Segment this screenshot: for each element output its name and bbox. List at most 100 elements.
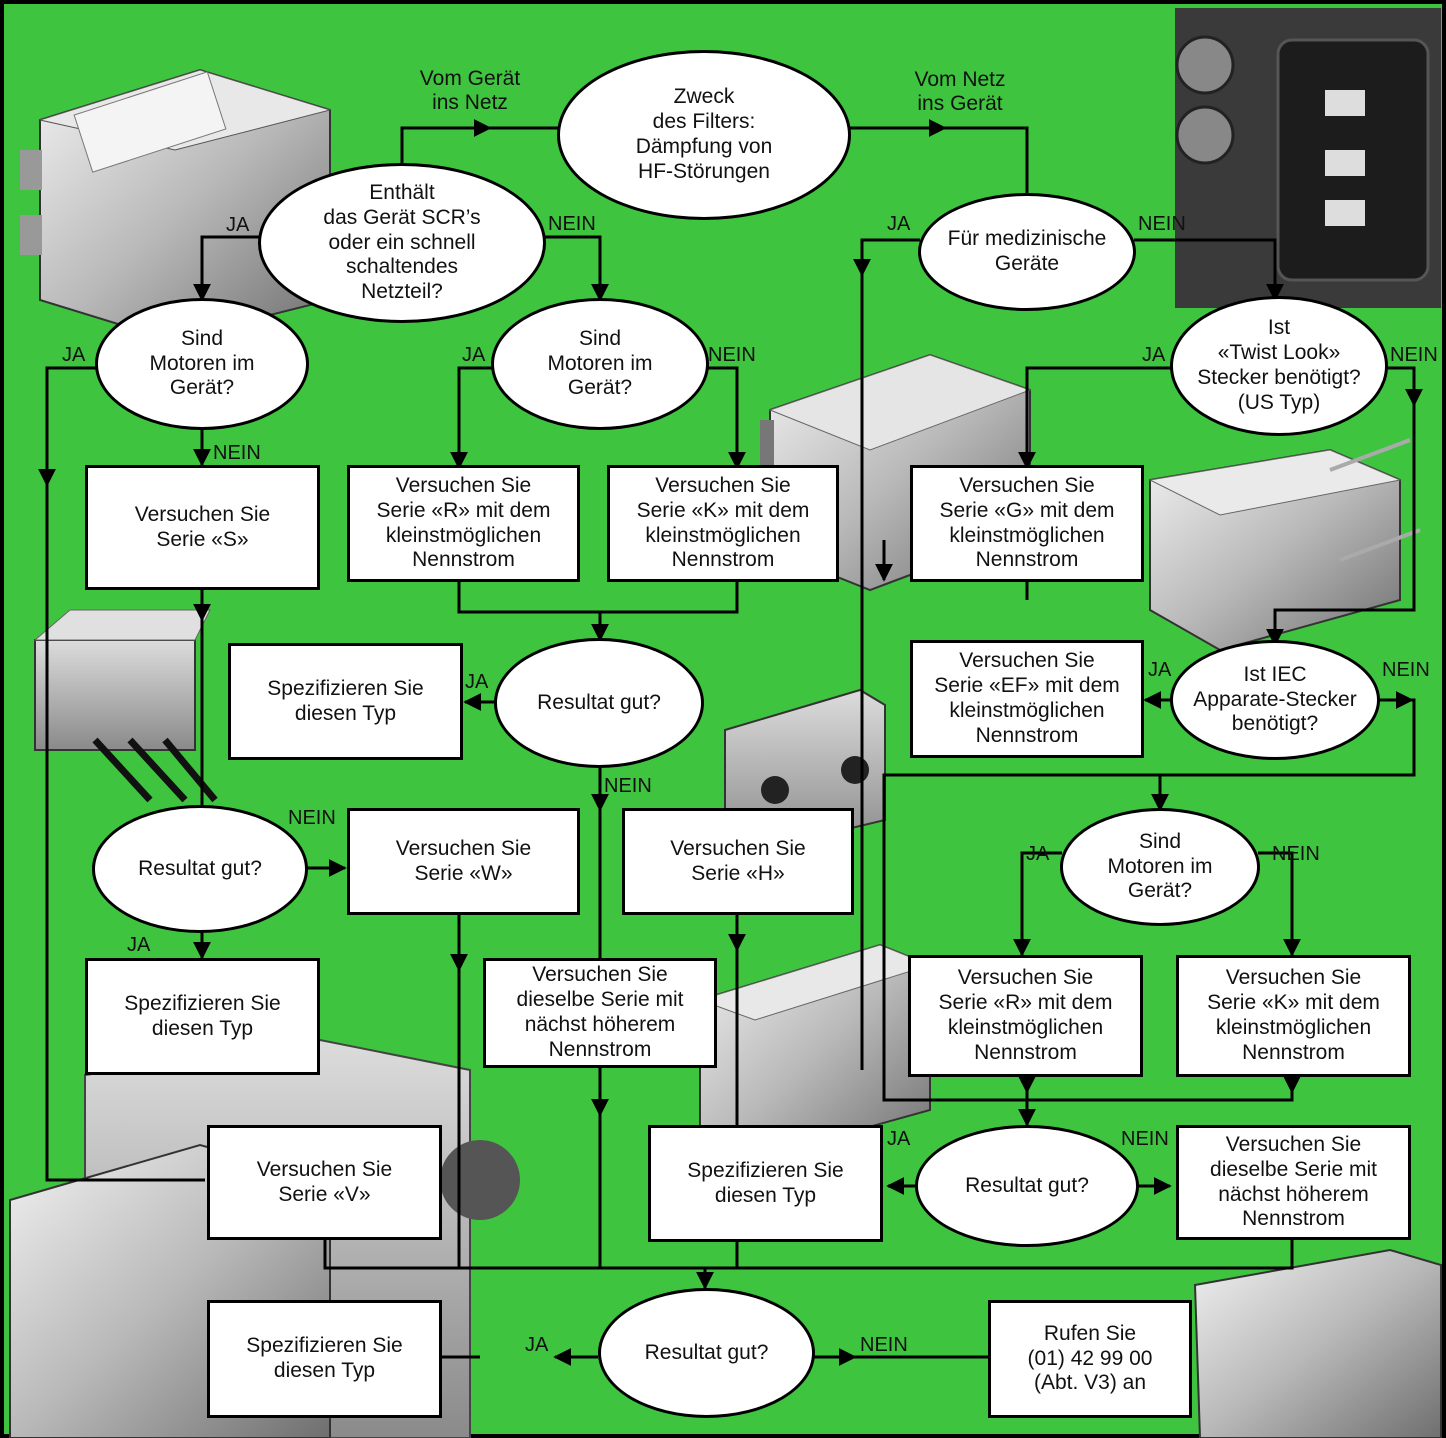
label-ins-netz: Vom Gerät ins Netz [419,67,521,115]
decision-medical: Für medizinische Geräte [918,193,1136,311]
label-ins-geraet: Vom Netz ins Gerät [914,68,1006,116]
label-nein-twist: NEIN [1390,344,1438,366]
label-ja-twist: JA [1142,344,1166,366]
emi-filter-photo-top-left [20,68,332,342]
box-serie-h: Versuchen Sie Serie «H» [622,808,854,915]
emi-filter-photo-lower-center [698,943,932,1162]
emi-filter-photo-right [1148,438,1421,652]
box-serie-v-text: Versuchen Sie Serie «V» [256,1157,393,1206]
label-nein-result-right: NEIN [1121,1128,1169,1150]
connector-bottom-bus [323,1240,1294,1270]
decision-result-mid-text: Resultat gut? [537,690,661,714]
box-serie-r-2: Versuchen Sie Serie «R» mit dem kleinstm… [908,955,1143,1077]
decision-result-right: Resultat gut? [915,1125,1139,1247]
box-serie-ef: Versuchen Sie Serie «EF» mit dem kleinst… [910,640,1144,758]
box-serie-k-2-text: Versuchen Sie Serie «K» mit dem kleinstm… [1207,966,1380,1064]
connector-twist-nein [1266,366,1416,647]
box-serie-k-1: Versuchen Sie Serie «K» mit dem kleinstm… [607,465,839,582]
decision-twist-lock-text: Ist «Twist Look» Stecker benötigt? (US T… [1197,316,1361,414]
label-ja-motors-right: JA [1026,843,1050,865]
box-serie-k-2: Versuchen Sie Serie «K» mit dem kleinstm… [1176,955,1411,1077]
box-serie-h-text: Versuchen Sie Serie «H» [670,836,806,885]
label-ja-result-left: JA [127,934,151,956]
box-serie-g: Versuchen Sie Serie «G» mit dem kleinstm… [910,465,1144,582]
emi-filter-photo-bottom-right [1193,1248,1442,1438]
decision-motors-right-text: Sind Motoren im Gerät? [1107,829,1213,903]
connector-scr-nein [544,235,609,302]
label-nein-result-bottom: NEIN [860,1334,908,1356]
start-node: Zweck des Filters: Dämpfung von HF-Störu… [557,50,851,220]
connector-motors-mid-nein [707,366,746,470]
box-same-series-1: Versuchen Sie dieselbe Serie mit nächst … [483,958,717,1068]
box-serie-r-1: Versuchen Sie Serie «R» mit dem kleinstm… [347,465,580,582]
box-specify-3-text: Spezifizieren Sie diesen Typ [687,1158,844,1207]
box-serie-ef-text: Versuchen Sie Serie «EF» mit dem kleinst… [934,649,1120,747]
label-ja-motors-left: JA [62,344,86,366]
decision-motors-mid: Sind Motoren im Gerät? [491,298,709,430]
decision-result-bottom-text: Resultat gut? [644,1340,769,1364]
label-nein-med: NEIN [1138,213,1186,235]
decision-result-left-text: Resultat gut? [138,856,262,880]
box-serie-r-2-text: Versuchen Sie Serie «R» mit dem kleinstm… [938,966,1113,1064]
box-specify-3: Spezifizieren Sie diesen Typ [648,1125,883,1242]
decision-motors-mid-text: Sind Motoren im Gerät? [547,326,653,400]
box-specify-4: Spezifizieren Sie diesen Typ [207,1300,442,1418]
connector-motors-mid-ja [450,366,493,470]
connector-motors-right-nein [1258,851,1301,957]
connector-twist-ja [1018,366,1172,470]
box-call-text: Rufen Sie (01) 42 99 00 (Abt. V3) an [1027,1321,1153,1395]
label-nein-scr: NEIN [548,213,596,235]
box-serie-k-1-text: Versuchen Sie Serie «K» mit dem kleinstm… [636,473,810,572]
box-same-series-2-text: Versuchen Sie dieselbe Serie mit nächst … [1210,1132,1377,1231]
box-specify-2-text: Spezifizieren Sie diesen Typ [124,991,281,1040]
label-nein-result-left: NEIN [288,807,336,829]
decision-scr: Enthält das Gerät SCR’s oder ein schnell… [258,163,546,323]
decision-result-right-text: Resultat gut? [965,1173,1089,1197]
box-serie-v: Versuchen Sie Serie «V» [207,1125,442,1240]
label-ja-result-right: JA [887,1128,911,1150]
power-inlet-photo-top-right [1175,8,1441,308]
box-specify-1-text: Spezifizieren Sie diesen Typ [267,676,424,725]
box-serie-s-text: Versuchen Sie Serie «S» [134,502,271,551]
decision-scr-text: Enthält das Gerät SCR’s oder ein schnell… [323,181,481,304]
label-ja-med: JA [887,213,911,235]
label-ja-result-bottom: JA [525,1334,549,1356]
decision-twist-lock: Ist «Twist Look» Stecker benötigt? (US T… [1170,296,1388,436]
decision-iec-text: Ist IEC Apparate-Stecker benötigt? [1193,662,1357,736]
label-ja-scr: JA [226,214,250,236]
emi-filter-photo-left-mid [33,609,218,803]
box-serie-s: Versuchen Sie Serie «S» [85,465,320,590]
decision-iec: Ist IEC Apparate-Stecker benötigt? [1170,640,1380,760]
box-same-series-2: Versuchen Sie dieselbe Serie mit nächst … [1176,1125,1411,1240]
decision-result-left: Resultat gut? [92,805,308,933]
box-specify-4-text: Spezifizieren Sie diesen Typ [246,1334,403,1382]
start-node-text: Zweck des Filters: Dämpfung von HF-Störu… [635,85,773,183]
decision-motors-left-text: Sind Motoren im Gerät? [149,326,255,400]
connector-motors-left-ja [45,366,205,1182]
decision-motors-right: Sind Motoren im Gerät? [1060,808,1260,926]
label-nein-motors-left: NEIN [213,442,261,464]
label-ja-result-mid: JA [465,671,489,693]
flowchart-connectors [38,119,1423,1366]
box-specify-1: Spezifizieren Sie diesen Typ [228,643,463,760]
box-same-series-1-text: Versuchen Sie dieselbe Serie mit nächst … [516,963,684,1061]
box-call: Rufen Sie (01) 42 99 00 (Abt. V3) an [988,1300,1192,1418]
box-serie-r-1-text: Versuchen Sie Serie «R» mit dem kleinstm… [376,473,551,572]
label-nein-motors-mid: NEIN [708,344,756,366]
label-nein-iec: NEIN [1382,659,1430,681]
decision-motors-left: Sind Motoren im Gerät? [95,298,309,430]
label-ja-motors-mid: JA [462,344,486,366]
label-nein-motors-right: NEIN [1272,843,1320,865]
box-serie-w: Versuchen Sie Serie «W» [347,808,580,915]
connector-scr-ja [193,235,260,302]
decision-result-bottom: Resultat gut? [598,1288,815,1418]
connector-join-r-k [457,582,739,614]
label-ja-iec: JA [1148,659,1172,681]
decision-result-mid: Resultat gut? [494,638,704,768]
connector-med-nein [1134,238,1284,302]
label-nein-result-mid: NEIN [604,775,652,797]
connector-motors-right-ja [1013,851,1062,957]
box-specify-2: Spezifizieren Sie diesen Typ [85,958,320,1075]
